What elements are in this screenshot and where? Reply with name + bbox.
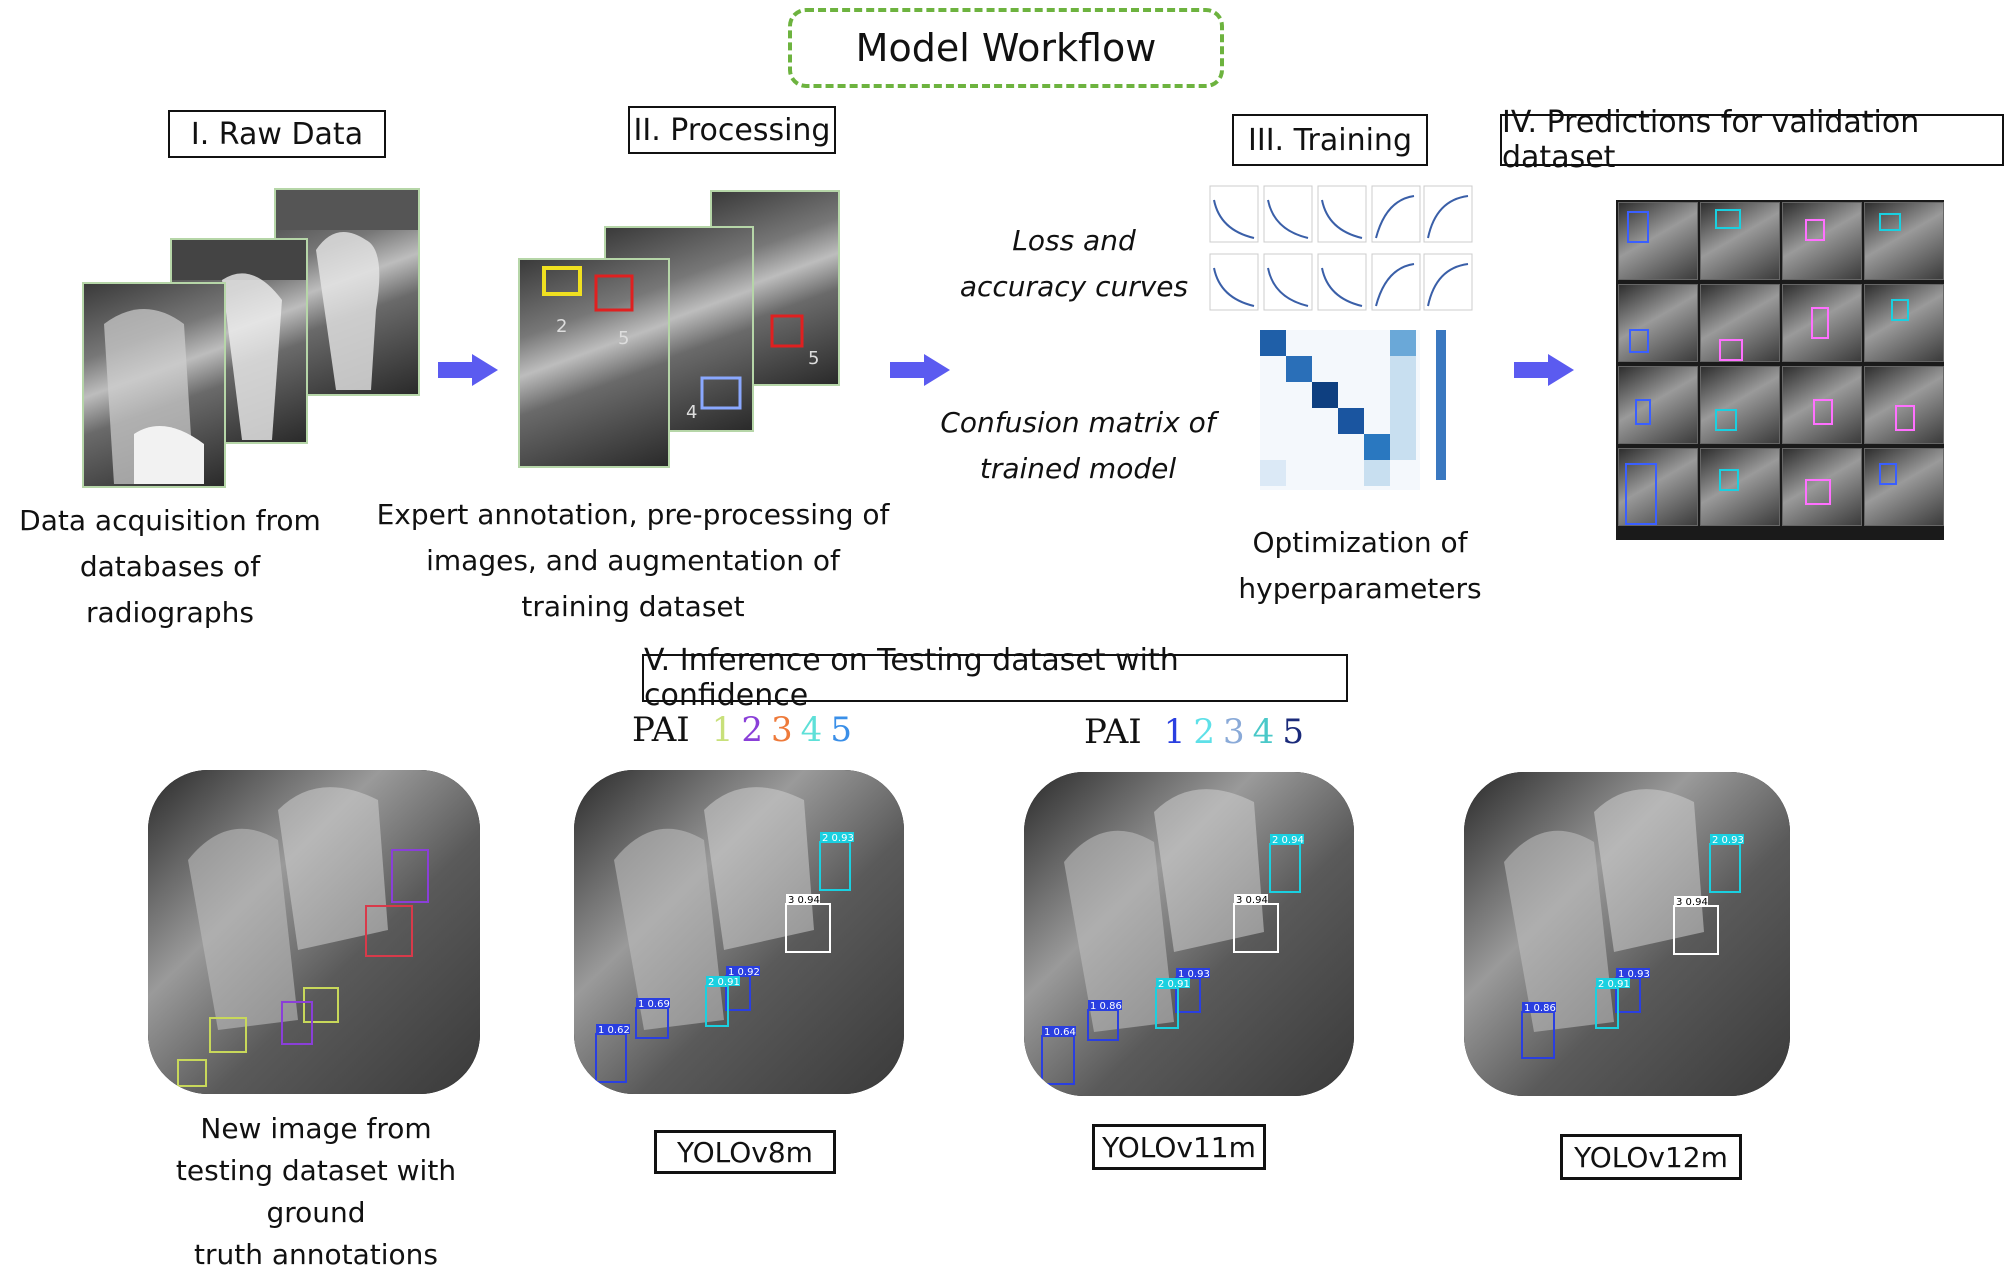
step-raw-data-label: I. Raw Data	[168, 110, 386, 158]
confusion-matrix-thumbnail	[1260, 330, 1446, 490]
step-training-caption: Optimization of hyperparameters	[1210, 520, 1510, 612]
detection-label: 1 0.62	[598, 1025, 630, 1036]
detection-label: 1 0.69	[638, 999, 670, 1010]
arrow-right-icon	[890, 354, 950, 386]
legend-digit: 1	[1163, 712, 1186, 752]
box-number: 4	[686, 402, 697, 423]
legend-digit: 2	[741, 710, 764, 750]
ground-truth-caption: New image from testing dataset with grou…	[134, 1108, 498, 1276]
detection-label: 1 0.86	[1090, 1001, 1122, 1012]
yolov11m-radiograph: 2 0.94 3 0.94 1 0.93 2 0.91 1 0.86 1 0.6…	[1024, 772, 1354, 1096]
box-number: 5	[618, 328, 629, 349]
loss-curves-caption: Loss and accuracy curves	[924, 218, 1224, 310]
legend-digit: 1	[711, 710, 734, 750]
prediction-tile	[1782, 284, 1862, 362]
detection-label: 2 0.94	[1272, 835, 1304, 846]
arrow-right-icon	[1514, 354, 1574, 386]
caption-line: Loss and	[1012, 224, 1136, 257]
detection-label: 2 0.91	[1598, 979, 1630, 990]
caption-line: hyperparameters	[1238, 572, 1482, 605]
prediction-tile	[1782, 448, 1862, 526]
legend-prefix: PAI	[1084, 712, 1142, 752]
legend-digit: 4	[800, 710, 823, 750]
detection-label: 2 0.91	[708, 977, 740, 988]
detection-label: 1 0.64	[1044, 1027, 1076, 1038]
prediction-tile	[1700, 284, 1780, 362]
legend-prefix: PAI	[632, 710, 690, 750]
caption-line: Expert annotation, pre-processing of	[376, 498, 890, 531]
legend-digit: 5	[1282, 712, 1304, 752]
caption-line: accuracy curves	[959, 270, 1189, 303]
caption-line: images, and augmentation of	[426, 544, 840, 577]
prediction-overlay-boxes	[1625, 209, 1915, 525]
detection-label: 1 0.92	[728, 967, 760, 978]
detection-label: 2 0.91	[1158, 979, 1190, 990]
caption-line: truth annotations	[193, 1238, 438, 1271]
arrow-right-icon	[438, 354, 498, 386]
ground-truth-radiograph	[148, 770, 480, 1094]
diagram-title: Model Workflow	[788, 8, 1224, 88]
detection-label: 3 0.94	[1676, 897, 1708, 908]
step-processing-caption: Expert annotation, pre-processing of ima…	[374, 492, 892, 630]
step-raw-caption: Data acquisition from databases of radio…	[0, 498, 340, 636]
confusion-matrix-caption: Confusion matrix of trained model	[924, 400, 1232, 492]
detection-label: 3 0.94	[1236, 895, 1268, 906]
yolov12m-radiograph: 2 0.93 3 0.94 1 0.93 2 0.91 1 0.86	[1464, 772, 1790, 1096]
caption-line: New image from	[200, 1112, 432, 1145]
yolov8m-radiograph: 2 0.93 3 0.94 1 0.92 2 0.91 1 0.69 1 0.6…	[574, 770, 904, 1094]
prediction-tile	[1864, 448, 1944, 526]
prediction-tile	[1864, 284, 1944, 362]
prediction-tile	[1700, 366, 1780, 444]
loss-curves-thumbnail	[1209, 185, 1473, 311]
legend-digit: 4	[1252, 712, 1275, 752]
caption-line: training dataset	[521, 590, 745, 623]
caption-line: Optimization of	[1252, 526, 1468, 559]
detection-label: 3 0.94	[788, 895, 820, 906]
prediction-tile	[1864, 202, 1944, 280]
detection-label: 1 0.93	[1178, 969, 1210, 980]
prediction-tile	[1618, 366, 1698, 444]
raw-xray-1	[82, 282, 226, 488]
detection-label: 2 0.93	[822, 833, 854, 844]
pai-legend-2: PAI 1 2 3 4 5	[1084, 712, 1304, 752]
caption-line: trained model	[979, 452, 1177, 485]
model-label: YOLOv8m	[654, 1130, 836, 1174]
detection-label: 1 0.86	[1524, 1003, 1556, 1014]
step-inference-label: V. Inference on Testing dataset with con…	[642, 643, 1348, 713]
prediction-tile	[1618, 448, 1698, 526]
step-predictions-label: IV. Predictions for validation dataset	[1500, 105, 2004, 175]
caption-line: Data acquisition from	[19, 504, 321, 537]
detection-label: 1 0.93	[1618, 969, 1650, 980]
pai-legend-1: PAI 1 2 3 4 5	[632, 710, 852, 750]
step-training-label: III. Training	[1232, 114, 1428, 166]
model-label: YOLOv12m	[1560, 1134, 1742, 1180]
prediction-tile	[1700, 448, 1780, 526]
caption-line: testing dataset with ground	[175, 1154, 457, 1229]
prediction-tile	[1782, 366, 1862, 444]
legend-digit: 2	[1193, 712, 1216, 752]
legend-digit: 5	[830, 710, 852, 750]
validation-predictions-grid	[1616, 200, 1944, 540]
step-processing-label: II. Processing	[628, 106, 836, 154]
legend-digit: 3	[1223, 712, 1245, 752]
caption-line: Confusion matrix of	[940, 406, 1216, 439]
legend-digit: 3	[771, 710, 793, 750]
model-label: YOLOv11m	[1092, 1124, 1266, 1170]
detection-label: 2 0.93	[1712, 835, 1744, 846]
box-number: 5	[808, 348, 819, 369]
prediction-tile	[1700, 202, 1780, 280]
box-number: 2	[556, 316, 567, 337]
caption-line: databases of radiographs	[79, 550, 261, 629]
prediction-tile	[1618, 284, 1698, 362]
